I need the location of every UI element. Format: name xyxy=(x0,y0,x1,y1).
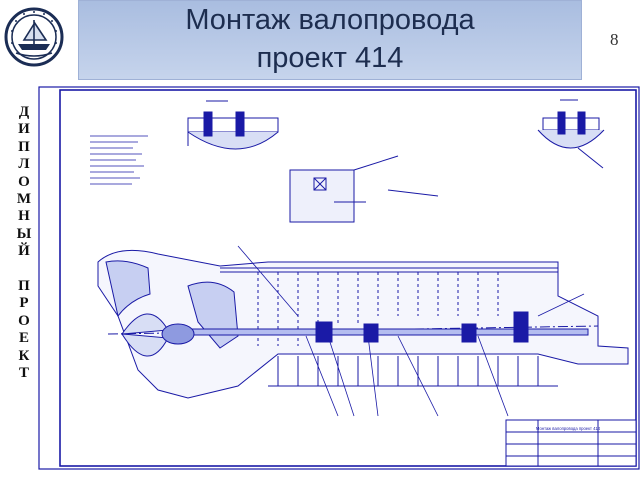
side-letter: Ы xyxy=(16,225,32,242)
stamp-title-text: Монтаж валопровода проект 414 xyxy=(536,426,601,431)
detail-section-box xyxy=(289,155,439,223)
title-banner: Монтаж валопровода проект 414 xyxy=(78,0,582,80)
side-letter: Т xyxy=(18,365,29,382)
side-letter: Й xyxy=(18,243,30,260)
emblem-logo xyxy=(4,7,64,67)
stamp-title-block xyxy=(505,419,637,467)
notes-block xyxy=(90,135,148,185)
side-letter: П xyxy=(18,278,30,295)
detail-flange-right xyxy=(537,99,605,169)
page-number: 8 xyxy=(610,30,619,49)
detail-flange-left xyxy=(187,100,279,150)
side-letter: К xyxy=(18,347,30,364)
side-letter: Д xyxy=(18,104,30,120)
side-letter: Е xyxy=(18,330,29,347)
side-letter: И xyxy=(18,121,30,138)
leader-lines xyxy=(237,245,585,417)
side-letter: Р xyxy=(19,295,29,312)
title-line-1: Монтаж валопровода xyxy=(185,4,475,36)
drawing-border xyxy=(59,89,637,467)
propeller xyxy=(120,313,195,357)
side-vertical-text: Д И П Л О М Н Ы Й П Р О Е К Т xyxy=(14,104,34,383)
side-letter: О xyxy=(18,312,30,329)
title-line-2: проект 414 xyxy=(256,42,404,74)
side-letter: О xyxy=(18,173,30,190)
side-letter: Н xyxy=(18,208,30,225)
side-letter: Л xyxy=(18,156,30,173)
side-letter-gap xyxy=(14,261,34,278)
side-letter: М xyxy=(16,191,32,208)
shafting-drawing: Монтаж валопровода проект 414 xyxy=(38,86,640,470)
side-letter: П xyxy=(18,138,30,155)
